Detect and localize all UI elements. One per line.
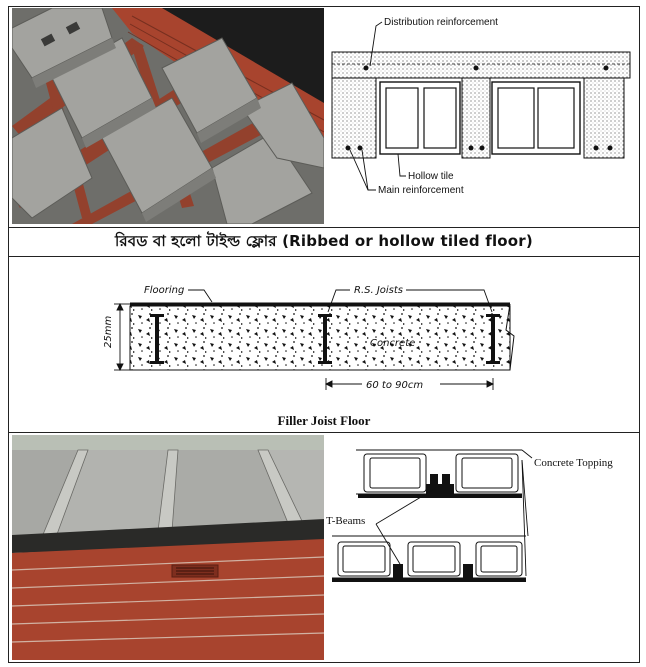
ribbed-floor-diagram: Distribution reinforcement Hollow tile M… [326,8,638,224]
divider-top [8,227,640,228]
filler-joist-diagram: 25mm Flooring R.S. Joists Concrete 60 to… [100,270,530,400]
t-beams-label: T-Beams [326,515,365,527]
hollow-block-floor-photo [12,8,324,224]
concrete-label: Concrete [370,338,415,349]
main-reinforcement-label: Main reinforcement [378,185,464,196]
ribbed-floor-caption: রিবড বা হলো টাইল্ড ফ্লোর (Ribbed or holl… [115,232,533,250]
concrete-topping-label: Concrete Topping [534,457,613,469]
distribution-reinforcement-label: Distribution reinforcement [384,17,498,28]
spacing-label: 60 to 90cm [366,380,423,391]
outer-frame [8,6,640,663]
divider-caption [8,256,640,257]
t-beam-floor-photo [12,435,324,660]
divider-bottom [8,432,640,433]
hollow-tile-label: Hollow tile [408,171,454,182]
t-beam-diagram: Concrete Topping T-Beams [326,436,638,660]
flooring-label: Flooring [144,285,184,296]
filler-joist-caption: Filler Joist Floor [277,413,371,428]
depth-label: 25mm [103,316,114,348]
rs-joists-label: R.S. Joists [354,285,403,296]
